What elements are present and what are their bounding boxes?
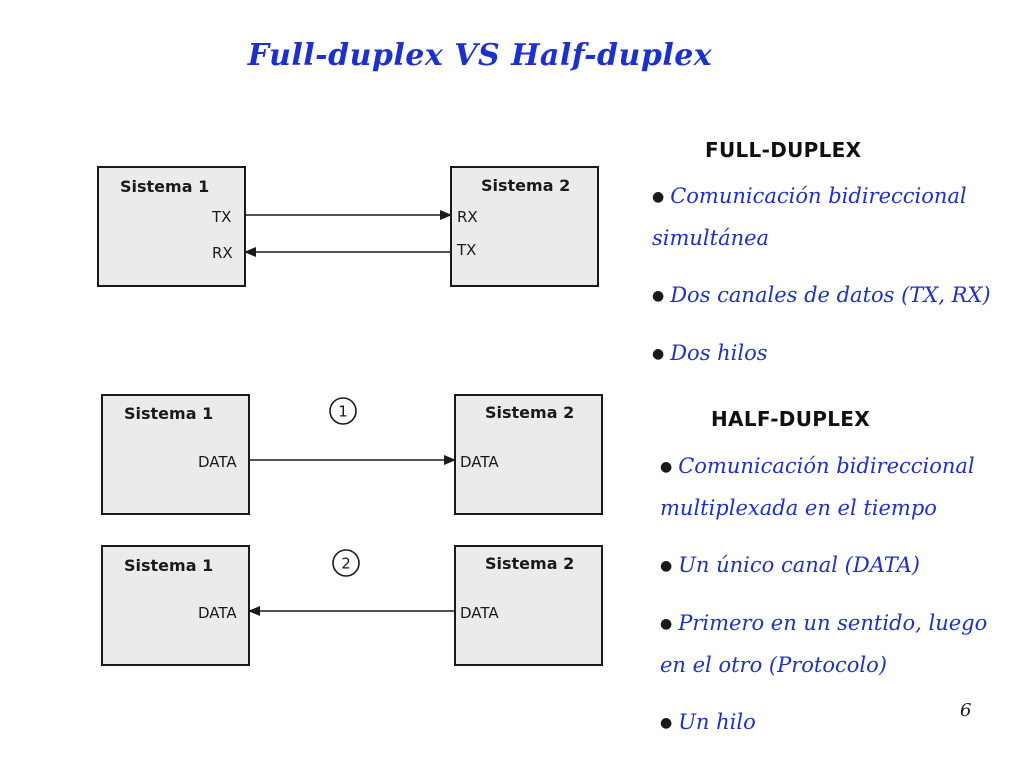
half-duplex-step-1-diagram: Sistema 1 DATA Sistema 2 DATA 1 xyxy=(101,394,603,515)
full-duplex-bullet: ●Comunicación bidireccional simultánea xyxy=(652,184,967,250)
full-duplex-diagram: Sistema 1 TX RX Sistema 2 RX TX xyxy=(97,166,599,287)
full-system-1-box xyxy=(97,166,246,287)
page-number: 6 xyxy=(960,700,972,721)
half2-system-1-label: Sistema 1 xyxy=(124,556,213,575)
step-1-number: 1 xyxy=(338,403,348,421)
half-duplex-heading: HALF-DUPLEX xyxy=(711,407,870,431)
half1-system-2-box xyxy=(454,394,603,515)
slide-title: Full-duplex VS Half-duplex xyxy=(247,38,713,73)
half2-system-2-box xyxy=(454,545,603,666)
half-duplex-bullet: ●Primero en un sentido, luego en el otro… xyxy=(660,611,988,677)
bullet-dot-icon: ● xyxy=(652,288,665,304)
half2-system-1-data-label: DATA xyxy=(198,604,237,622)
bullet-dot-icon: ● xyxy=(652,346,665,362)
bullet-dot-icon: ● xyxy=(660,558,673,574)
bullet-dot-icon: ● xyxy=(660,715,673,731)
bullet-dot-icon: ● xyxy=(660,459,673,475)
half2-system-2-data-label: DATA xyxy=(460,604,499,622)
half1-system-1-box xyxy=(101,394,250,515)
full-system-2-tx-label: TX xyxy=(456,241,476,259)
half-duplex-bullets: ●Comunicación bidireccional multiplexada… xyxy=(660,446,990,760)
full-duplex-bullet: ●Dos canales de datos (TX, RX) xyxy=(652,283,991,307)
half1-system-2-label: Sistema 2 xyxy=(485,403,574,422)
step-2-number: 2 xyxy=(341,555,351,573)
full-duplex-bullet: ●Dos hilos xyxy=(652,341,768,365)
full-system-2-box xyxy=(450,166,599,287)
full-system-2-label: Sistema 2 xyxy=(481,176,570,195)
half-duplex-step-2-diagram: Sistema 1 DATA Sistema 2 DATA 2 xyxy=(101,545,603,666)
half2-system-1-box xyxy=(101,545,250,666)
full-duplex-heading: FULL-DUPLEX xyxy=(705,138,862,162)
full-system-2-rx-label: RX xyxy=(457,208,478,226)
step-2-circle xyxy=(332,549,360,577)
half1-system-2-data-label: DATA xyxy=(460,453,499,471)
full-duplex-bullets: ●Comunicación bidireccional simultánea ●… xyxy=(652,176,992,391)
half1-system-1-label: Sistema 1 xyxy=(124,404,213,423)
full-system-1-rx-label: RX xyxy=(212,244,233,262)
half1-system-1-data-label: DATA xyxy=(198,453,237,471)
step-1-circle xyxy=(329,397,357,425)
half-duplex-bullet: ●Un único canal (DATA) xyxy=(660,553,920,577)
half2-system-2-label: Sistema 2 xyxy=(485,554,574,573)
bullet-dot-icon: ● xyxy=(652,189,665,205)
half-duplex-bullet: ●Un hilo xyxy=(660,710,756,734)
bullet-dot-icon: ● xyxy=(660,616,673,632)
full-system-1-tx-label: TX xyxy=(211,208,231,226)
full-system-1-label: Sistema 1 xyxy=(120,177,209,196)
half-duplex-bullet: ●Comunicación bidireccional multiplexada… xyxy=(660,454,975,520)
